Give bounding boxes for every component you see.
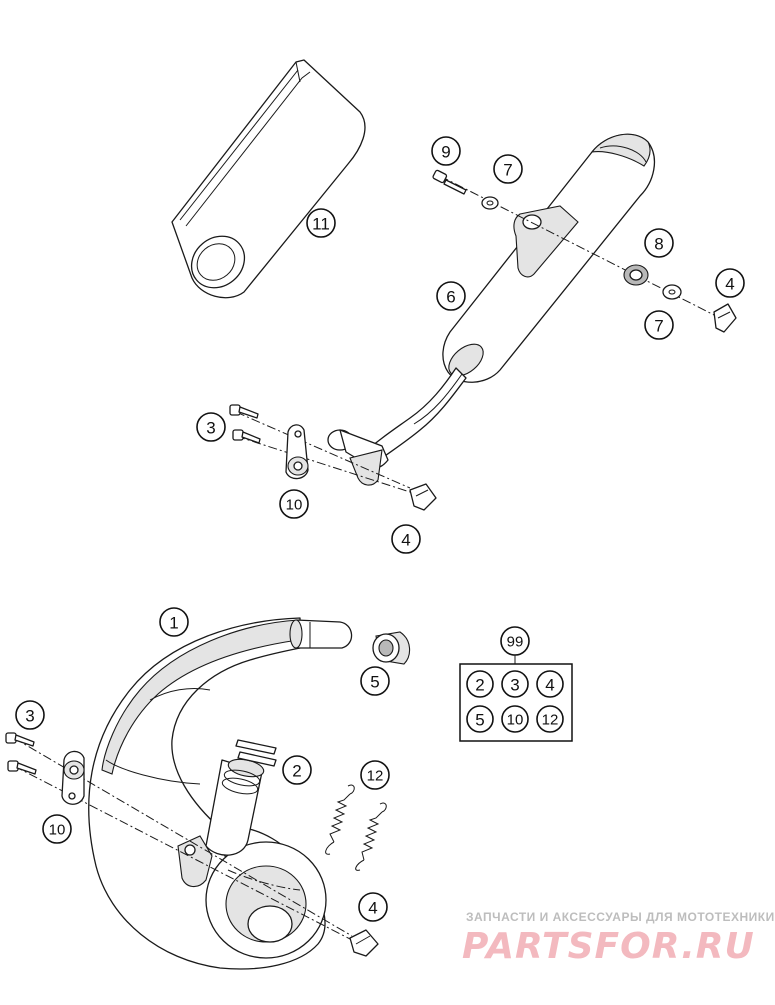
callout-99: 99 <box>500 626 530 656</box>
svg-text:6: 6 <box>446 288 455 307</box>
springs <box>325 784 387 871</box>
svg-text:4: 4 <box>401 531 410 550</box>
svg-text:5: 5 <box>475 711 484 730</box>
kit-item-12: 12 <box>536 705 564 733</box>
callout-1: 1 <box>159 607 189 637</box>
callout-10-middle: 10 <box>279 489 309 519</box>
callout-6: 6 <box>436 281 466 311</box>
kit-item-4: 4 <box>536 670 564 698</box>
callout-4-middle: 4 <box>391 524 421 554</box>
svg-text:3: 3 <box>206 419 215 438</box>
svg-text:7: 7 <box>654 317 663 336</box>
kit-item-10: 10 <box>501 705 529 733</box>
callout-12: 12 <box>360 760 390 790</box>
callout-3-lower: 3 <box>15 700 45 730</box>
callout-7-lower: 7 <box>644 310 674 340</box>
svg-text:1: 1 <box>169 614 178 633</box>
heat-shield-sleeve <box>171 59 366 299</box>
svg-text:8: 8 <box>654 235 663 254</box>
callout-4-lower: 4 <box>358 892 388 922</box>
svg-text:7: 7 <box>503 161 512 180</box>
svg-text:12: 12 <box>367 768 384 785</box>
svg-text:4: 4 <box>368 899 377 918</box>
svg-text:10: 10 <box>507 712 524 729</box>
kit-item-5: 5 <box>466 705 494 733</box>
svg-text:5: 5 <box>370 673 379 692</box>
kit-99-group: 99 2 3 4 5 10 12 <box>459 626 573 742</box>
svg-text:12: 12 <box>542 712 559 729</box>
svg-text:4: 4 <box>545 676 554 695</box>
svg-text:10: 10 <box>49 822 66 839</box>
callout-9: 9 <box>431 136 461 166</box>
middle-mount-hardware <box>229 404 437 511</box>
svg-text:10: 10 <box>286 497 303 514</box>
callout-2: 2 <box>282 755 312 785</box>
svg-text:4: 4 <box>725 275 734 294</box>
callout-11: 11 <box>306 208 336 238</box>
svg-text:2: 2 <box>475 676 484 695</box>
callout-3-middle: 3 <box>196 412 226 442</box>
svg-text:3: 3 <box>510 676 519 695</box>
silencer-mount-hardware <box>432 169 737 333</box>
callout-10-lower: 10 <box>42 814 72 844</box>
svg-text:11: 11 <box>312 215 330 234</box>
watermark: ЗАПЧАСТИ И АКСЕССУАРЫ ДЛЯ МОТОТЕХНИКИ PA… <box>462 910 775 967</box>
expansion-chamber <box>88 617 353 970</box>
kit-item-2: 2 <box>466 670 494 698</box>
watermark-brand: PARTSFOR.RU <box>462 926 755 967</box>
svg-text:3: 3 <box>25 707 34 726</box>
callout-7-upper: 7 <box>493 154 523 184</box>
lower-mount-hardware <box>5 732 379 957</box>
svg-text:2: 2 <box>292 762 301 781</box>
callout-4-upper: 4 <box>715 268 745 298</box>
gasket-sleeve <box>372 631 411 665</box>
svg-text:9: 9 <box>441 143 450 162</box>
silencer <box>327 133 656 486</box>
o-rings <box>235 739 277 767</box>
watermark-tagline: ЗАПЧАСТИ И АКСЕССУАРЫ ДЛЯ МОТОТЕХНИКИ <box>466 910 775 924</box>
callout-5: 5 <box>360 666 390 696</box>
svg-text:99: 99 <box>507 634 524 651</box>
callout-8: 8 <box>644 228 674 258</box>
kit-item-3: 3 <box>501 670 529 698</box>
